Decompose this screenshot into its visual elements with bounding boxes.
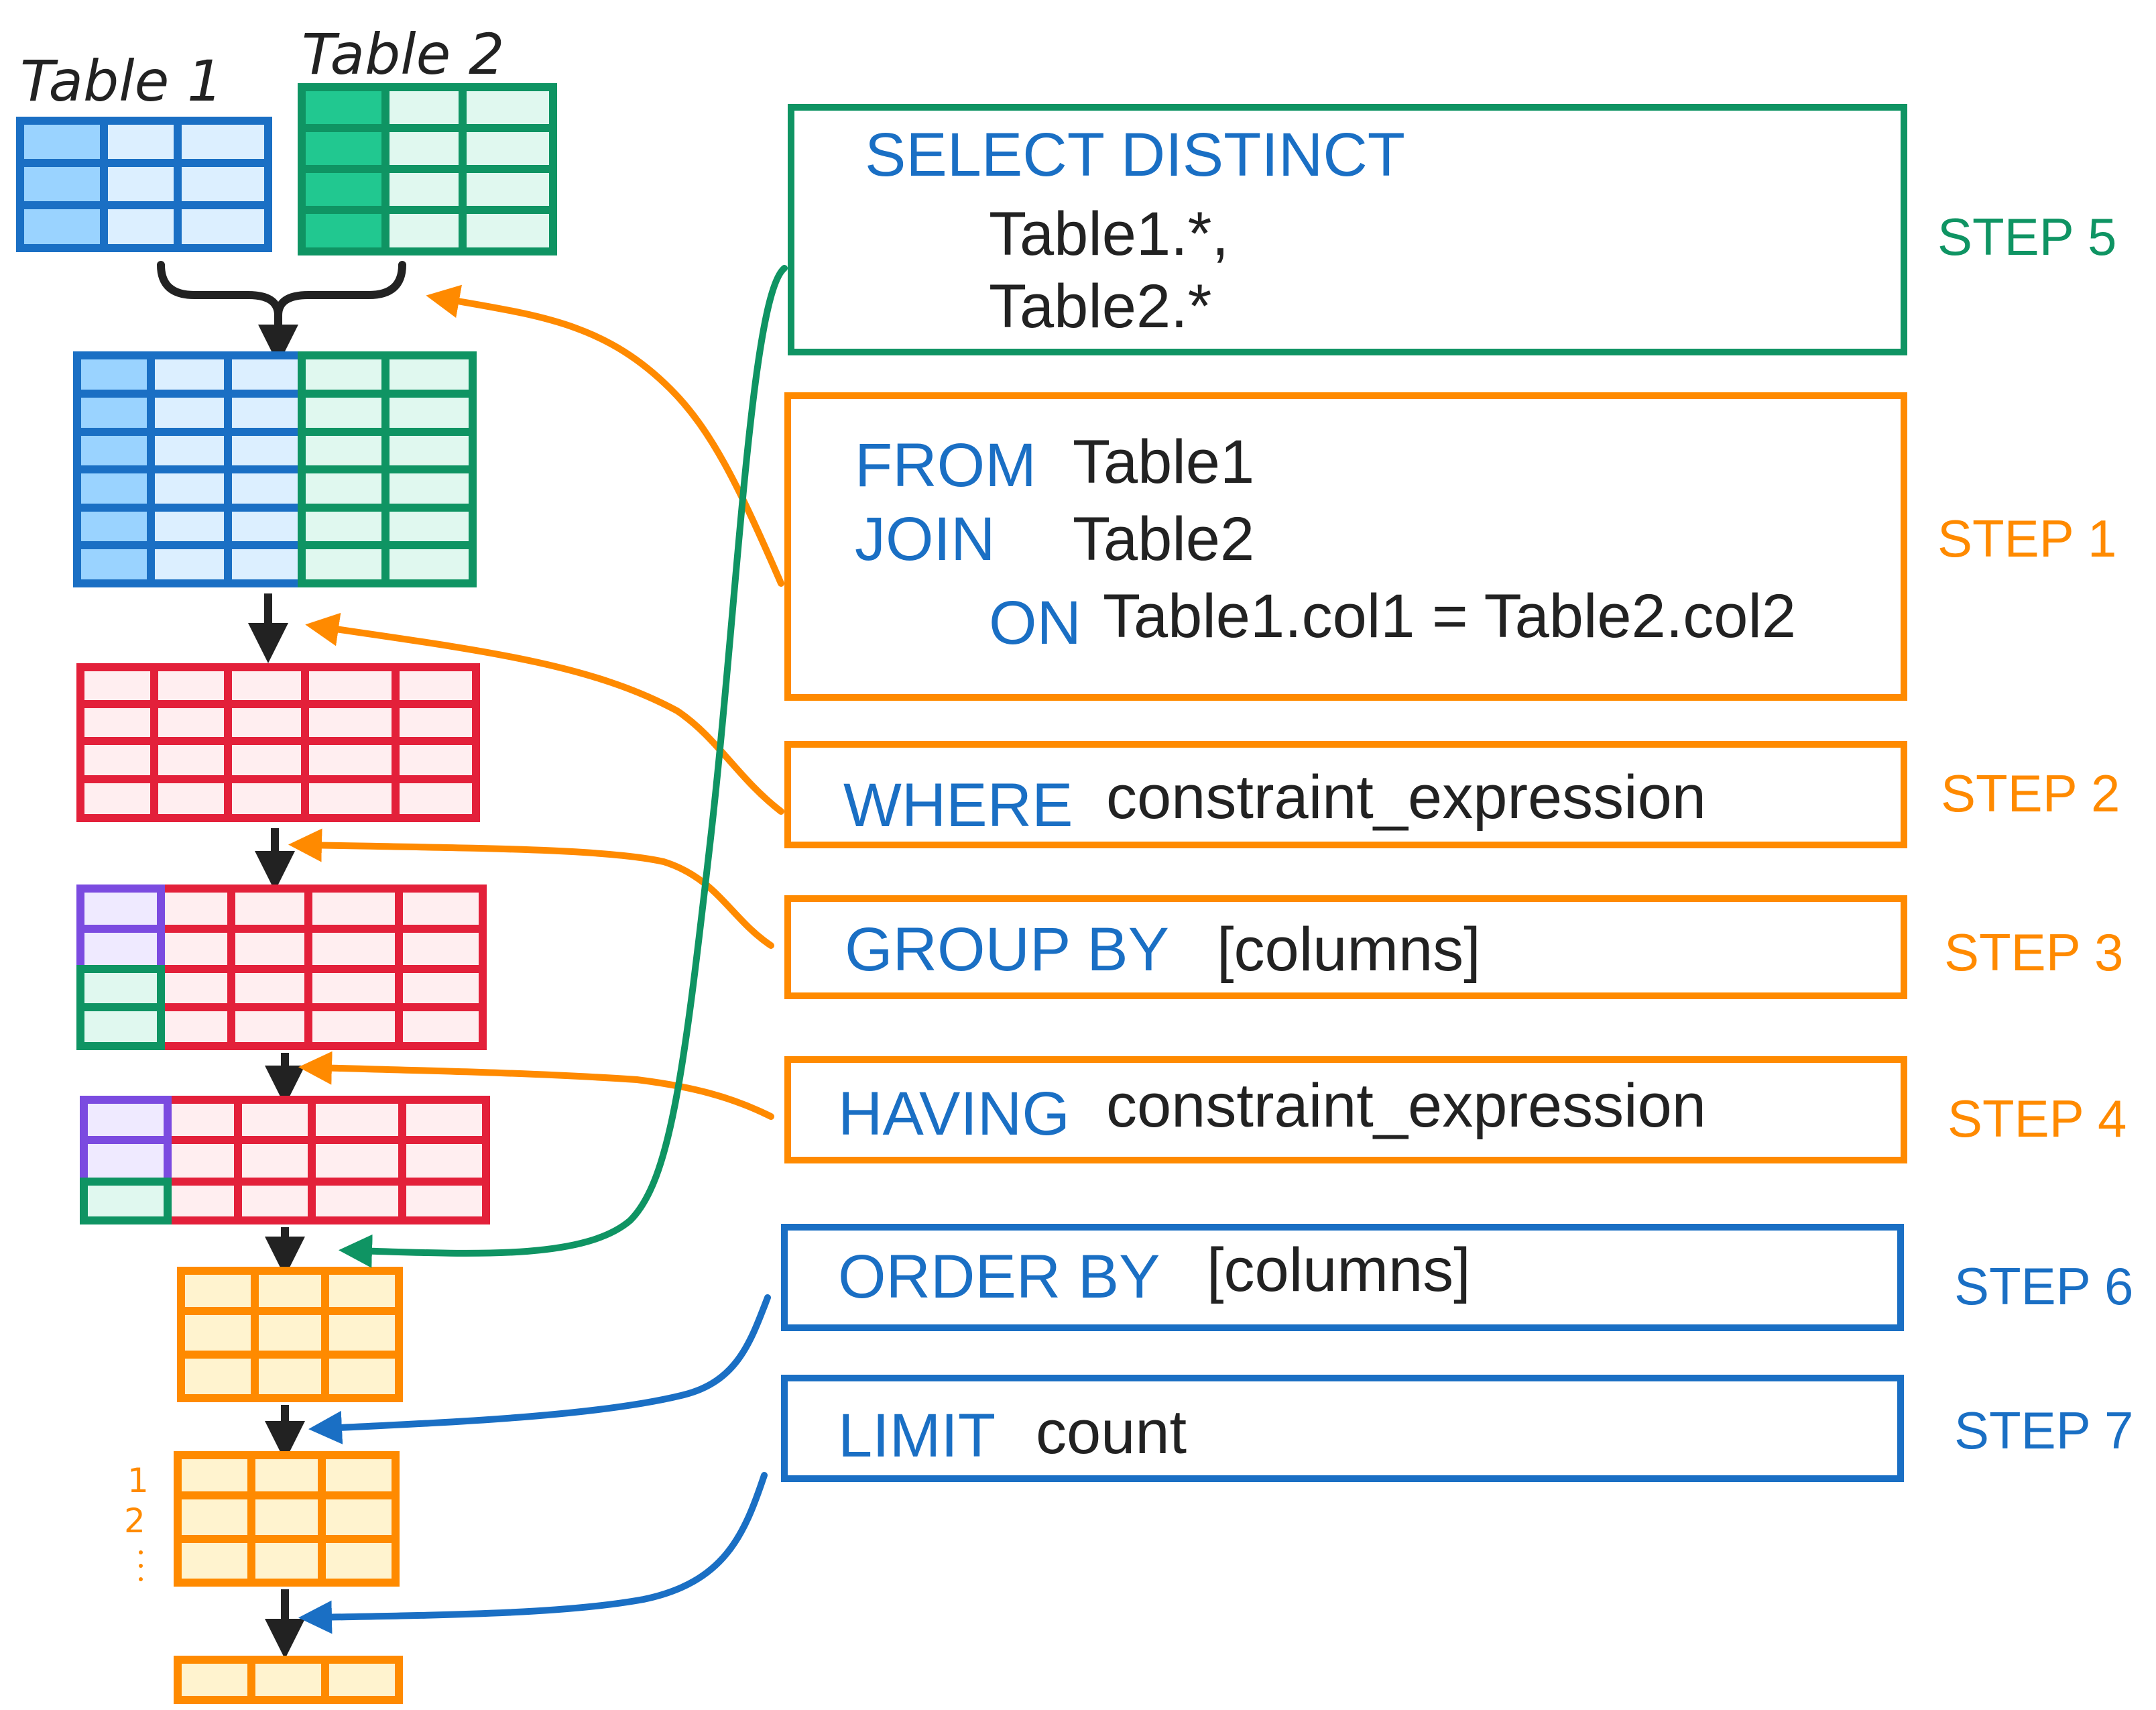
step6-text: [columns]: [1207, 1236, 1471, 1304]
table2-grid: [298, 83, 557, 255]
step2-text: constraint_expression: [1106, 763, 1706, 832]
step1-label: STEP 1: [1937, 509, 2116, 568]
step1-clause-box: FROM Table1 JOIN Table2 ON Table1.col1 =…: [784, 392, 1907, 701]
step4-connector-arrow: [298, 1051, 774, 1120]
grouped-table-grid: [76, 885, 487, 1050]
step1-keyword-on: ON: [989, 589, 1081, 657]
step3-connector-arrow: [288, 828, 774, 949]
step2-label: STEP 2: [1941, 764, 2120, 823]
step7-text: count: [1036, 1398, 1187, 1467]
step6-label: STEP 6: [1954, 1257, 2133, 1316]
step4-keyword: HAVING: [838, 1080, 1070, 1148]
step4-text: constraint_expression: [1106, 1072, 1706, 1140]
step5-line-3: Table2.*: [989, 272, 1211, 341]
step5-keyword: SELECT DISTINCT: [865, 121, 1405, 189]
step1-join-text: Table2: [1073, 505, 1254, 573]
step7-label: STEP 7: [1954, 1401, 2133, 1460]
limited-table-grid: [174, 1656, 403, 1704]
step7-connector-arrow: [298, 1472, 768, 1634]
step4-clause-box: HAVING constraint_expression: [784, 1056, 1907, 1163]
step7-clause-box: LIMIT count: [781, 1375, 1904, 1482]
row-number-1: 1: [127, 1461, 149, 1500]
step1-on-text: Table1.col1 = Table2.col2: [1103, 582, 1796, 650]
ordered-table-grid: [174, 1451, 400, 1587]
filtered-table-grid: [76, 663, 480, 822]
step2-keyword: WHERE: [843, 771, 1073, 840]
joined-table-grid: [73, 351, 477, 587]
row-number-ellipsis: [139, 1550, 143, 1581]
row-number-2: 2: [124, 1501, 145, 1540]
step1-keyword-from: FROM: [855, 431, 1036, 500]
step1-keyword-join: JOIN: [855, 505, 996, 573]
step1-connector-arrow: [426, 284, 784, 587]
step7-keyword: LIMIT: [838, 1402, 996, 1470]
step5-clause-box: SELECT DISTINCT Table1.*, Table2.*: [788, 104, 1907, 355]
step3-text: [columns]: [1217, 915, 1481, 984]
step3-keyword: GROUP BY: [845, 915, 1169, 984]
step5-connector-arrow: [339, 265, 788, 1268]
step5-label: STEP 5: [1937, 207, 2116, 266]
merge-bracket: [157, 261, 406, 316]
step3-label: STEP 3: [1944, 923, 2123, 982]
step5-line-2: Table1.*,: [989, 200, 1229, 268]
table1-grid: [16, 117, 272, 252]
step2-connector-arrow: [305, 612, 784, 815]
step2-clause-box: WHERE constraint_expression: [784, 741, 1907, 848]
table1-label: Table 1: [20, 48, 223, 114]
step6-clause-box: ORDER BY [columns]: [781, 1224, 1904, 1331]
step6-keyword: ORDER BY: [838, 1243, 1160, 1311]
selected-table-grid: [177, 1267, 403, 1402]
step3-clause-box: GROUP BY [columns]: [784, 895, 1907, 999]
table2-label: Table 2: [302, 21, 504, 87]
step4-label: STEP 4: [1948, 1089, 2127, 1148]
step1-from-text: Table1: [1073, 428, 1254, 496]
having-table-grid: [80, 1096, 490, 1224]
step6-connector-arrow: [308, 1294, 771, 1444]
